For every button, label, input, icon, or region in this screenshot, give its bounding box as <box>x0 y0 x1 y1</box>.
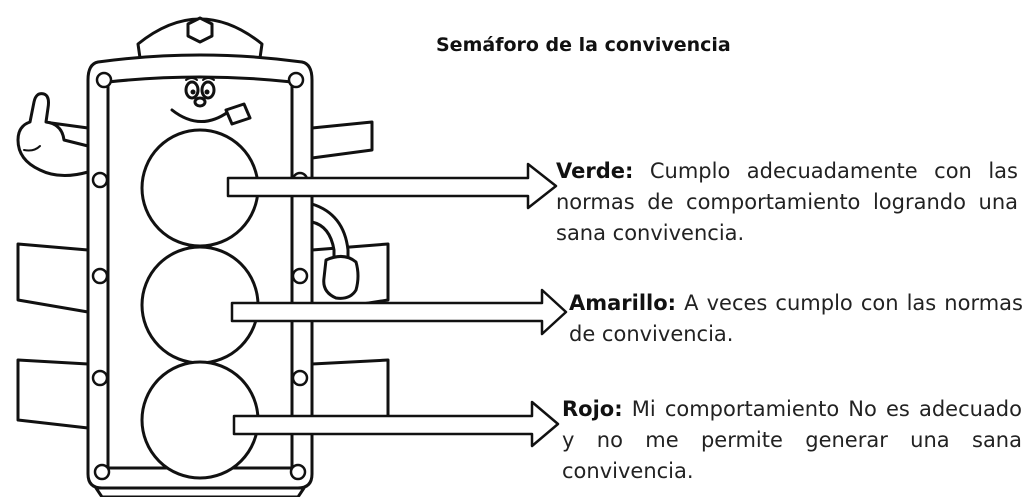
text-amarillo: A veces cumplo con las normas de convive… <box>569 291 1023 346</box>
right-arm <box>310 202 360 300</box>
traffic-light-base <box>94 486 306 497</box>
term-verde: Verde: <box>556 159 634 183</box>
term-rojo: Rojo: <box>562 397 623 421</box>
description-verde: Verde: Cumplo adecuadamente con las norm… <box>556 156 1018 249</box>
arrows <box>226 162 568 448</box>
description-rojo: Rojo: Mi comportamiento No es adecuado y… <box>562 394 1022 487</box>
whistle-icon <box>224 102 252 126</box>
term-amarillo: Amarillo: <box>569 291 677 315</box>
arrow-rojo <box>232 400 560 448</box>
arrow-amarillo <box>230 288 568 336</box>
text-verde: Cumplo adecuadamente con las normas de c… <box>556 159 1018 245</box>
lamps <box>140 128 260 480</box>
description-amarillo: Amarillo: A veces cumplo con las normas … <box>569 288 1023 350</box>
badge-icon <box>186 16 214 44</box>
arrow-verde <box>226 162 558 210</box>
cartoon-face <box>170 77 252 126</box>
text-rojo: Mi comportamiento No es adecuado y no me… <box>562 397 1022 483</box>
diagram-title: Semáforo de la convivencia <box>436 34 731 56</box>
raised-hand <box>16 92 90 177</box>
